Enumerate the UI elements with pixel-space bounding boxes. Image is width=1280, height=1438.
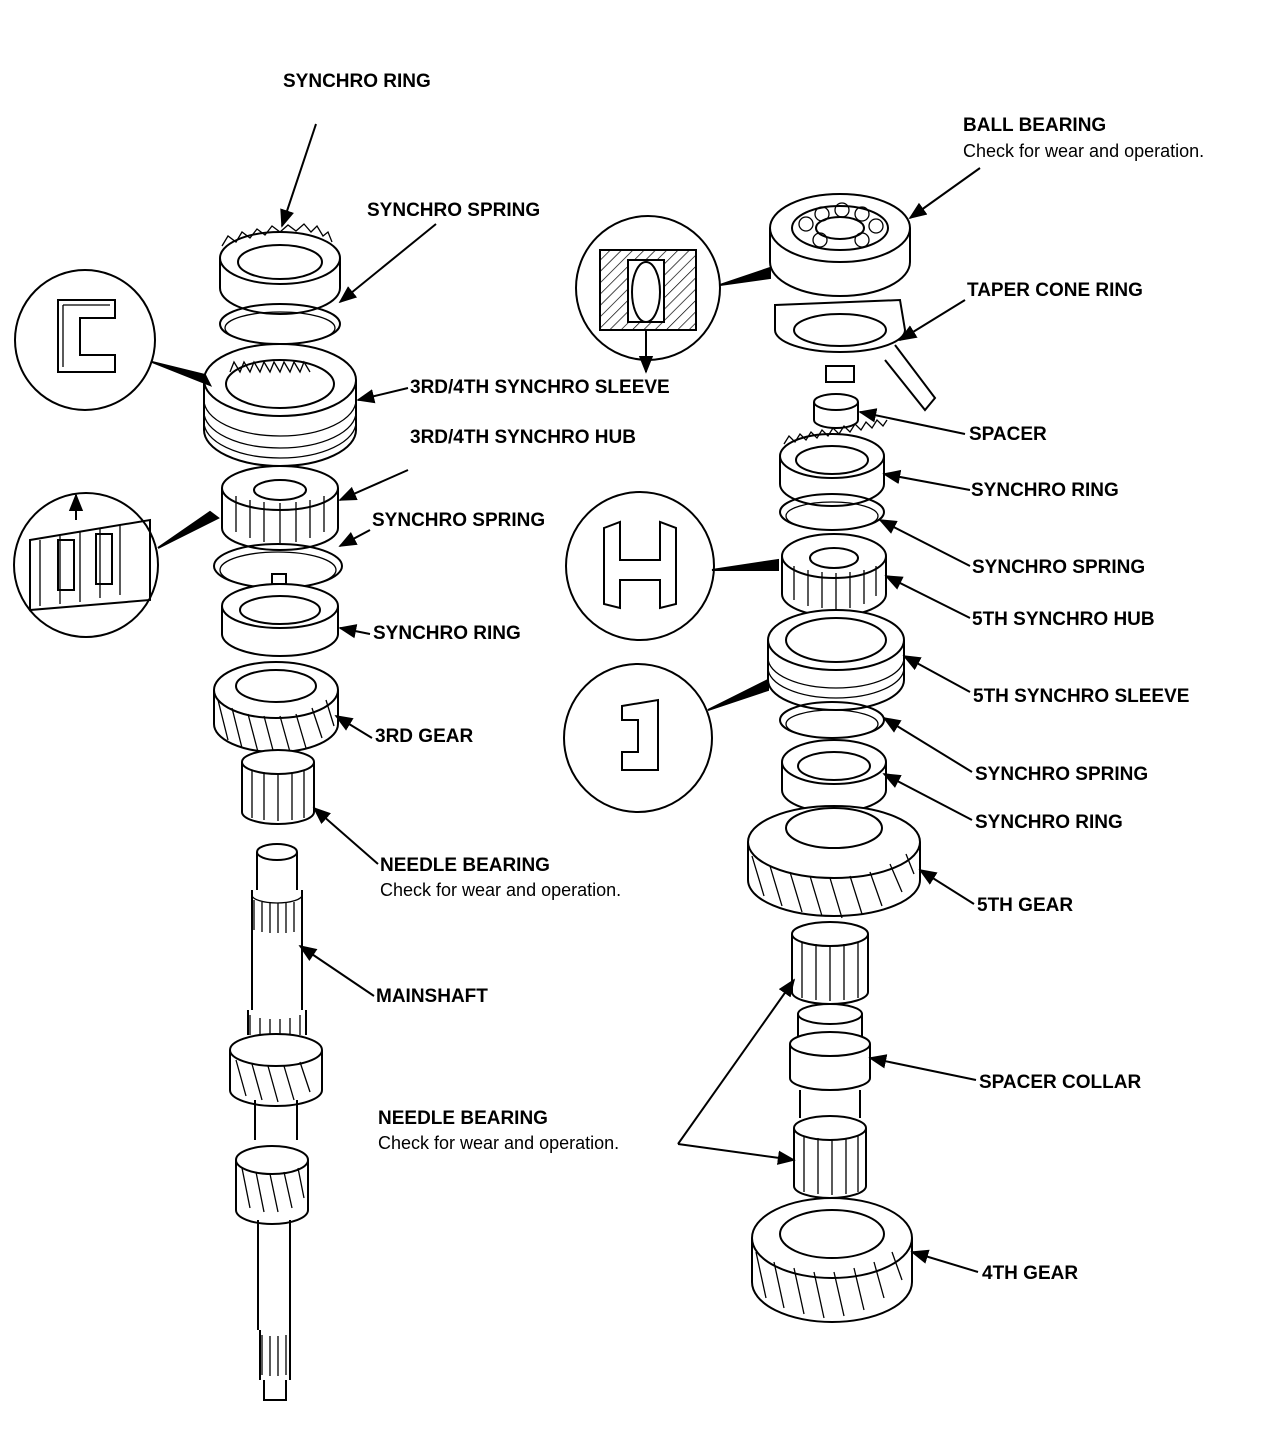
- left-3rd-4th-synchro-sleeve: [203, 343, 357, 467]
- detail-circle-sleeve-profile: [14, 269, 213, 411]
- label-ball-bearing: BALL BEARING: [963, 115, 1107, 136]
- label-taper-cone-ring: TAPER CONE RING: [967, 280, 1143, 301]
- left-3rd-gear: [213, 661, 339, 755]
- label-3rd-4th-synchro-sleeve: 3RD/4TH SYNCHRO SLEEVE: [410, 377, 670, 398]
- left-3rd-4th-synchro-hub: [221, 465, 339, 551]
- leader-lines: [280, 123, 981, 1273]
- right-synchro-ring-lower: [781, 739, 887, 813]
- label-3rd-4th-synchro-hub: 3RD/4TH SYNCHRO HUB: [410, 427, 636, 448]
- label-needle-bearing-left: NEEDLE BEARING: [380, 855, 550, 876]
- label-spacer: SPACER: [969, 424, 1047, 445]
- label-synchro-ring-mid: SYNCHRO RING: [373, 623, 521, 644]
- right-needle-bearing-lower: [793, 1115, 867, 1199]
- right-taper-cone-ring: [774, 298, 937, 412]
- right-5th-synchro-hub: [781, 533, 887, 617]
- label-synchro-ring-r2: SYNCHRO RING: [975, 812, 1123, 833]
- right-needle-bearing-upper: [791, 921, 869, 1005]
- label-5th-synchro-sleeve: 5TH SYNCHRO SLEEVE: [973, 686, 1190, 707]
- label-4th-gear: 4TH GEAR: [982, 1263, 1079, 1284]
- left-synchro-ring-top: [219, 223, 341, 315]
- note-needle-bearing-left: Check for wear and operation.: [380, 880, 622, 900]
- label-5th-synchro-hub: 5TH SYNCHRO HUB: [972, 609, 1155, 630]
- right-ball-bearing: [769, 193, 911, 297]
- label-synchro-spring-r2: SYNCHRO SPRING: [975, 764, 1149, 785]
- note-needle-bearing-center: Check for wear and operation.: [378, 1133, 620, 1153]
- label-synchro-ring-top: SYNCHRO RING: [283, 71, 431, 92]
- mainshaft-drawing: [229, 843, 323, 1401]
- label-needle-bearing-center: NEEDLE BEARING: [378, 1108, 548, 1129]
- right-5th-gear: [747, 805, 921, 919]
- label-spacer-collar: SPACER COLLAR: [979, 1072, 1142, 1093]
- right-5th-synchro-sleeve: [767, 609, 905, 711]
- left-synchro-ring-mid: [221, 573, 339, 657]
- left-synchro-spring-top: [219, 303, 341, 345]
- label-synchro-spring-mid: SYNCHRO SPRING: [372, 510, 546, 531]
- note-ball-bearing: Check for wear and operation.: [963, 141, 1205, 161]
- right-spacer-collar: [789, 1003, 871, 1118]
- left-needle-bearing: [241, 749, 315, 825]
- right-synchro-spring-upper: [779, 493, 885, 531]
- right-synchro-spring-lower: [779, 701, 885, 739]
- label-3rd-gear: 3RD GEAR: [375, 726, 474, 747]
- detail-circle-bearing-section: [575, 215, 771, 374]
- right-synchro-ring-upper: [779, 418, 888, 507]
- right-spacer: [813, 393, 859, 429]
- label-synchro-spring-r1: SYNCHRO SPRING: [972, 557, 1146, 578]
- label-5th-gear: 5TH GEAR: [977, 895, 1074, 916]
- detail-circle-hub-teeth: [13, 492, 220, 638]
- right-4th-gear: [751, 1197, 913, 1323]
- detail-circle-sleeve-profile-right: [563, 663, 769, 813]
- detail-circle-hub-profile: [565, 491, 779, 641]
- label-synchro-spring-top: SYNCHRO SPRING: [367, 200, 541, 221]
- label-synchro-ring-r1: SYNCHRO RING: [971, 480, 1119, 501]
- label-mainshaft: MAINSHAFT: [376, 986, 488, 1007]
